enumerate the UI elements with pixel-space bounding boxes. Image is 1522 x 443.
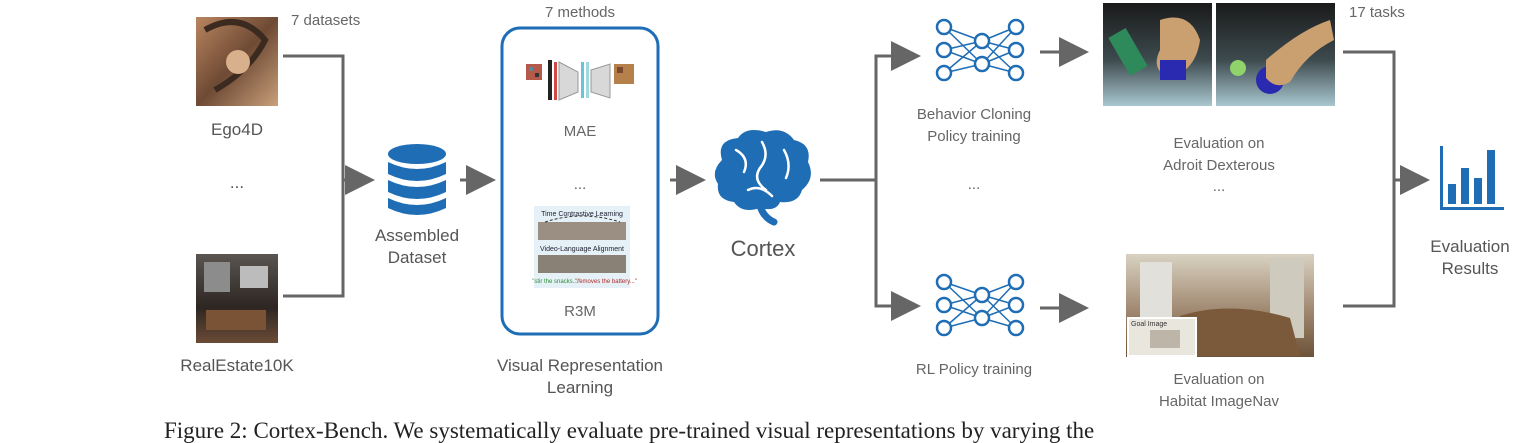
- r3m-quote-green: "stir the snacks...": [532, 279, 580, 285]
- database-icon: [388, 144, 446, 215]
- r3m-vla-text: Video-Language Alignment: [540, 246, 624, 253]
- realestate-thumbnail: [196, 254, 278, 343]
- mae-label: MAE: [563, 123, 597, 140]
- cortex-label: Cortex: [730, 236, 796, 261]
- datasets-ellipsis: ...: [229, 173, 245, 192]
- r3m-thumbnail: Time Contrastive Learning Video-Language…: [532, 206, 637, 288]
- habitat-eval-label: Evaluation on Habitat ImageNav: [1134, 369, 1304, 413]
- figure-caption: Figure 2: Cortex-Bench. We systematicall…: [164, 418, 1095, 443]
- bc-network-icon: [935, 18, 1025, 82]
- mae-thumbnail: [526, 60, 634, 101]
- methods-ellipsis: ...: [573, 176, 587, 193]
- assembled-line2: Dataset: [387, 248, 447, 267]
- brain-icon: [714, 130, 811, 226]
- evaluation-ellipsis: ...: [1212, 178, 1226, 195]
- datasets-count-label: 7 datasets: [291, 12, 361, 29]
- ego4d-label: Ego4D: [211, 120, 263, 139]
- realestate-label: RealEstate10K: [180, 356, 294, 375]
- r3m-label: R3M: [564, 303, 596, 320]
- cortex-branch-connector: [820, 41, 921, 321]
- results-label: Evaluation Results: [1418, 236, 1522, 280]
- adroit-line2: Adroit Dexterous: [1163, 157, 1275, 174]
- ego4d-thumbnail: [196, 17, 278, 106]
- policy-ellipsis: ...: [967, 176, 981, 193]
- adroit-line1: Evaluation on: [1173, 135, 1265, 152]
- results-line2: Results: [1441, 259, 1499, 278]
- results-chart-icon: [1440, 146, 1504, 210]
- rl-network-icon: [935, 273, 1025, 337]
- adroit-eval-label: Evaluation on Adroit Dexterous: [1134, 133, 1304, 177]
- dataset-merge-connector: [283, 54, 375, 298]
- habitat-line2: Habitat ImageNav: [1158, 393, 1280, 410]
- diagram-canvas: Time Contrastive Learning Video-Language…: [196, 3, 1504, 357]
- results-line1: Evaluation: [1430, 237, 1510, 256]
- habitat-line1: Evaluation on: [1173, 371, 1265, 388]
- assembled-line1: Assembled: [374, 226, 460, 245]
- r3m-quote-red: "removes the battery...": [575, 279, 637, 285]
- r3m-tcl-text: Time Contrastive Learning: [541, 211, 623, 218]
- rl-policy-label: RL Policy training: [915, 361, 1033, 378]
- bc-line1: Behavior Cloning: [916, 106, 1032, 123]
- pipeline-diagram: Time Contrastive Learning Video-Language…: [164, 3, 1522, 442]
- methods-count-label: 7 methods: [544, 4, 616, 21]
- vrl-title: Visual Representation Learning: [440, 355, 720, 399]
- tasks-count-label: 17 tasks: [1349, 4, 1405, 21]
- goal-image-label: Goal Image: [1131, 321, 1167, 328]
- assembled-dataset-label: Assembled Dataset: [352, 225, 482, 269]
- methods-box: [500, 26, 660, 336]
- habitat-thumbnail: Goal Image: [1126, 254, 1314, 357]
- vrl-title-line2: Learning: [546, 378, 614, 397]
- evaluation-merge-connector: [1343, 50, 1430, 308]
- adroit-thumbnail: [1103, 3, 1335, 106]
- vrl-title-line1: Visual Representation: [496, 356, 663, 375]
- bc-line2: Policy training: [927, 128, 1021, 145]
- bc-policy-label: Behavior Cloning Policy training: [900, 104, 1048, 148]
